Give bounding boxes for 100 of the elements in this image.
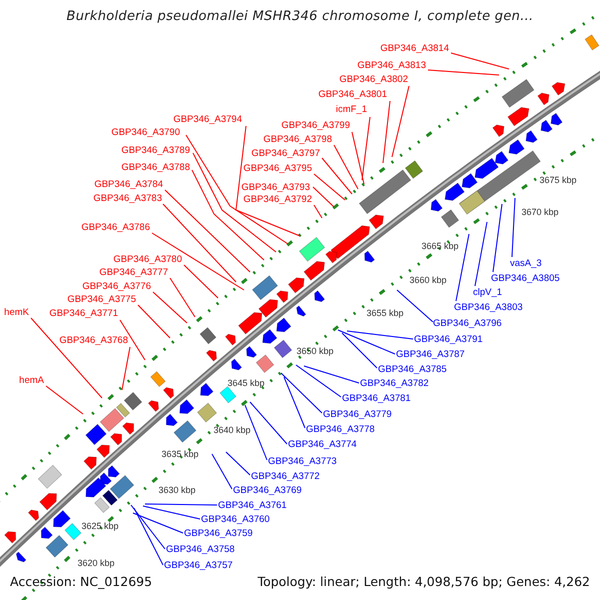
gene-label: GBP346_A3794 — [173, 113, 242, 127]
leader-line — [362, 116, 370, 180]
leader-line — [456, 234, 470, 302]
leader-line — [184, 264, 218, 298]
gene-label: GBP346_A3783 — [93, 192, 162, 206]
scale-label: 3665 kbp — [421, 241, 459, 252]
gene-label: GBP346_A3784 — [94, 178, 163, 192]
leader-line — [122, 346, 130, 390]
gene-label: GBP346_A3788 — [121, 161, 190, 175]
leader-line — [392, 86, 410, 158]
leader-line — [342, 332, 378, 368]
gene-label: GBP346_A3760 — [201, 513, 270, 527]
gene-label: GBP346_A3757 — [164, 559, 233, 573]
leader-line — [334, 144, 358, 190]
gene-label: GBP346_A3779 — [323, 408, 392, 422]
gene-label: GBP346_A3761 — [218, 499, 287, 513]
leader-line — [512, 198, 516, 258]
gene-label: GBP346_A3805 — [491, 272, 560, 286]
leader-line — [46, 386, 84, 414]
gene-label: GBP346_A3776 — [82, 280, 151, 294]
gene-label: GBP346_A3780 — [113, 253, 182, 267]
leader-line — [492, 204, 502, 272]
gene-label: GBP346_A3792 — [243, 193, 312, 207]
leader-line — [450, 52, 510, 70]
scale-label: 3630 kbp — [158, 485, 196, 496]
leader-line — [382, 100, 390, 164]
scale-label: 3655 kbp — [366, 308, 404, 319]
gene-label: GBP346_A3795 — [243, 162, 312, 176]
gene-label: GBP346_A3803 — [454, 301, 523, 315]
gene-label: GBP346_A3782 — [360, 377, 429, 391]
scale-label: 3635 kbp — [161, 449, 199, 460]
leader-line — [170, 278, 196, 318]
leader-line — [314, 174, 346, 200]
scale-label: 3675 kbp — [539, 175, 577, 186]
leader-line — [474, 222, 488, 286]
gene-label: hemK — [4, 306, 29, 320]
leader-line — [244, 404, 268, 460]
leader-line — [152, 292, 188, 324]
leader-line — [142, 506, 200, 520]
leader-line — [280, 372, 322, 414]
leader-line — [164, 190, 250, 272]
gene-label: GBP346_A3801 — [318, 88, 387, 102]
scale-label: 3620 kbp — [77, 558, 115, 569]
leader-line — [284, 376, 306, 428]
leader-line — [144, 504, 218, 506]
leader-line — [30, 318, 102, 398]
scale-label: 3645 kbp — [227, 378, 265, 389]
gene-label: GBP346_A3773 — [268, 455, 337, 469]
gene-label: GBP346_A3768 — [59, 334, 128, 348]
gene-label: GBP346_A3799 — [281, 119, 350, 133]
gene-label: GBP346_A3777 — [99, 266, 168, 280]
genome-summary-note: Topology: linear; Length: 4,098,576 bp; Genes: 4,262 — [258, 574, 590, 589]
leader-line — [192, 170, 264, 260]
scale-label: 3625 kbp — [81, 521, 119, 532]
leader-line — [134, 508, 164, 566]
gene-label: GBP346_A3781 — [342, 392, 411, 406]
gene-label: GBP346_A3798 — [263, 133, 332, 147]
scale-label: 3670 kbp — [521, 207, 559, 218]
leader-line — [130, 504, 166, 550]
leader-line — [338, 330, 396, 354]
leader-line — [352, 132, 364, 184]
gene-label: GBP346_A3802 — [339, 73, 408, 87]
gene-label: GBP346_A3778 — [306, 423, 375, 437]
gene-label: GBP346_A3758 — [166, 543, 235, 557]
gene-label: GBP346_A3796 — [433, 317, 502, 331]
gene-label: vasA_3 — [510, 257, 542, 271]
leader-line — [312, 186, 334, 208]
leader-line — [162, 204, 236, 282]
leader-line — [428, 70, 500, 76]
gene-label: GBP346_A3772 — [251, 470, 320, 484]
scale-label: 3650 kbp — [296, 346, 334, 357]
gene-label: GBP346_A3787 — [396, 348, 465, 362]
leader-line — [138, 304, 170, 338]
leader-line — [192, 152, 276, 252]
gene-label: GBP346_A3790 — [111, 126, 180, 140]
accession-note: Accession: NC_012695 — [10, 574, 152, 589]
title: Burkholderia pseudomallei MSHR346 chromosome I, complete gen... — [66, 9, 534, 24]
gene-label: hemA — [19, 374, 44, 388]
gene-label: GBP346_A3813 — [357, 59, 426, 73]
gene-label: GBP346_A3775 — [67, 293, 136, 307]
leader-line — [212, 454, 232, 490]
gene-label: clpV_1 — [473, 286, 502, 300]
gene-label: GBP346_A3785 — [378, 363, 447, 377]
leader-line — [250, 402, 288, 444]
gene-label: GBP346_A3771 — [49, 307, 118, 321]
leader-line — [322, 158, 352, 194]
leader-line — [346, 330, 414, 340]
scale-label: 3640 kbp — [213, 425, 251, 436]
gene-label: GBP346_A3797 — [251, 147, 320, 161]
gene-label: GBP346_A3769 — [233, 484, 302, 498]
leader-line — [235, 126, 300, 236]
gene-label: GBP346_A3786 — [81, 221, 150, 235]
leader-line — [396, 290, 434, 322]
leader-line — [186, 134, 288, 244]
scale-label: 3660 kbp — [409, 275, 447, 286]
gene-label: icmF_1 — [336, 103, 367, 117]
leader-line — [152, 232, 244, 290]
gene-label: GBP346_A3814 — [380, 42, 449, 56]
gene-label: GBP346_A3791 — [414, 333, 483, 347]
leader-line — [314, 204, 322, 218]
